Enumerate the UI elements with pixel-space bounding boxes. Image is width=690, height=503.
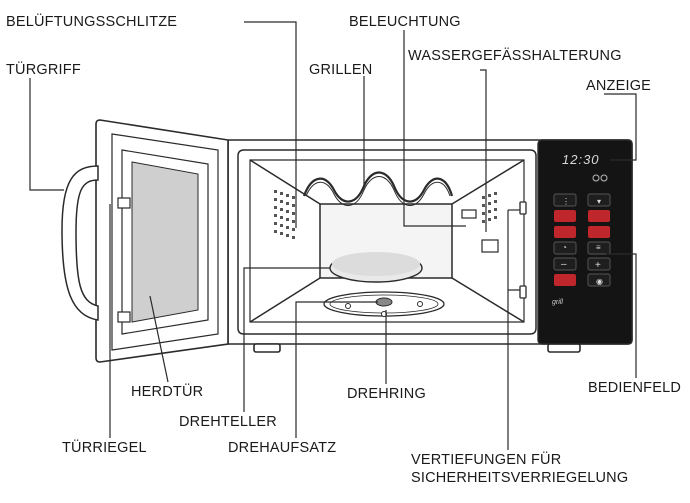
panel-brand: grill (552, 299, 563, 306)
label-door: HERDTÜR (131, 384, 203, 400)
label-interlock-line1: VERTIEFUNGEN FÜR (411, 452, 561, 468)
button-defrost (588, 226, 610, 238)
label-water-holder: WASSERGEFÄSSHALTERUNG (408, 48, 622, 64)
svg-text:◔: ◔ (562, 243, 567, 252)
label-handle: TÜRGRIFF (6, 62, 81, 78)
button-micro (554, 210, 576, 222)
label-control-panel: BEDIENFELD (588, 380, 681, 396)
label-interlock-line2: SICHERHEITSVERRIEGELUNG (411, 470, 628, 486)
svg-text:+: + (595, 260, 601, 271)
svg-text:▾: ▾ (597, 197, 601, 206)
door-glass (132, 162, 198, 322)
door-latch-bottom (118, 312, 130, 322)
door-latch-top (118, 198, 130, 208)
door-handle (62, 166, 98, 320)
label-display: ANZEIGE (586, 78, 651, 94)
display-time: 12:30 (562, 152, 600, 167)
button-stop (554, 274, 576, 286)
button-combi (554, 226, 576, 238)
label-grill: GRILLEN (309, 62, 372, 78)
door (96, 120, 228, 362)
label-coupler: DREHAUFSATZ (228, 440, 336, 456)
label-turntable: DREHTELLER (179, 414, 277, 430)
control-panel-body (538, 140, 632, 344)
svg-text:⋮: ⋮ (562, 197, 570, 206)
svg-text:≡: ≡ (596, 243, 601, 252)
button-grill (588, 210, 610, 222)
label-light: BELEUCHTUNG (349, 14, 461, 30)
label-vents: BELÜFTUNGSSCHLITZE (6, 14, 177, 30)
turntable (330, 252, 422, 282)
label-ring: DREHRING (347, 386, 426, 402)
label-latch: TÜRRIEGEL (62, 440, 147, 456)
svg-text:◉: ◉ (596, 277, 603, 286)
svg-text:–: – (561, 259, 567, 270)
